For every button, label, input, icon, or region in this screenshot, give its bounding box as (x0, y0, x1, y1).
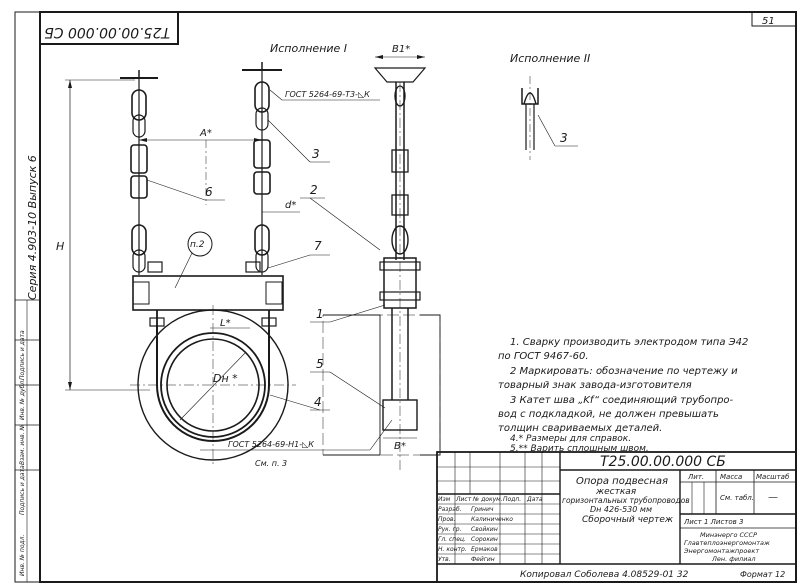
dim-Dn: Dн * (213, 372, 238, 385)
edge-field-1: Инв. № подл. (19, 535, 26, 576)
tb-title-3: горизонтальных трубопроводов (562, 496, 690, 505)
callout-3b: 3 (560, 131, 568, 145)
tb-role: Разраб. (438, 506, 462, 513)
note-3c: толщин свариваемых деталей. (498, 423, 662, 434)
tb-sheet-info: Лист 1 Листов 3 (683, 518, 743, 526)
tb-col-izm: Изм (438, 496, 451, 503)
tb-name: Фейгин (471, 556, 495, 563)
tb-col-date: Дата (526, 496, 543, 503)
note-2b: товарный знак завода-изготовителя (498, 380, 692, 391)
series-label: Серия 4.903-10 Выпуск 6 (26, 155, 39, 300)
tb-col-lit: Лит. (687, 473, 704, 481)
note-4: 4.* Размеры для справок. (510, 434, 631, 444)
tb-title-4: Dн 426-530 мм (590, 505, 652, 514)
note-2a: 2 Маркировать: обозначение по чертежу и (510, 365, 738, 377)
tb-org-2: Главтеплоэнергомонтаж (684, 539, 770, 547)
callout-3: 3 (312, 147, 320, 161)
variant-2-view: Исполнение II 3 (510, 52, 590, 160)
tb-scale-value: — (768, 492, 778, 503)
dim-H: H (56, 240, 64, 253)
tb-role: Рук. гр. (438, 526, 462, 533)
tb-col-list: Лист (455, 496, 472, 503)
edge-field-4: Инв. № дубл. (19, 379, 26, 420)
tb-org-4: Лен. филиал (711, 555, 756, 563)
callout-6: 6 (205, 185, 213, 199)
note-5: 5.** Варить сплошным швом. (510, 444, 649, 454)
tb-title-2: жесткая (595, 487, 637, 497)
standard-weld-note: См. п. 3 (255, 459, 287, 468)
tb-name: Гринич (471, 506, 494, 513)
view-variant-2: Исполнение II (510, 52, 590, 65)
dim-L: L* (220, 318, 231, 329)
cross-beam (132, 275, 284, 311)
tb-name: Сорокин (471, 536, 498, 543)
note-1b: по ГОСТ 9467-60. (498, 351, 589, 362)
view-variant-1: Исполнение I (270, 42, 347, 55)
edge-fields: Инв. № подл. Подпись и дата Взам. инв. №… (15, 299, 40, 582)
tb-title-1: Опора подвесная (576, 476, 668, 487)
callout-2: 2 (310, 183, 318, 197)
note-3b: вод с подкладкой, не должен превышать (498, 409, 719, 420)
tb-org-1: Минэнерго СССР (700, 531, 757, 539)
callout-1: 1 (316, 307, 324, 321)
tb-name: Калиниченко (471, 516, 513, 523)
page-number: 51 (762, 16, 775, 27)
note-3a: 3 Катет шва „Kf“ соединяющий трубопро- (510, 394, 734, 406)
standard-top: ГОСТ 5264-69-Т3-◺К (285, 90, 370, 99)
title-block: Изм Лист № докум. Подп. Дата Разраб. Гри… (436, 451, 797, 583)
dim-B1: B1* (392, 44, 410, 55)
tb-role: Пров. (438, 516, 456, 523)
notes: 1. Сварку производить электродом типа Э4… (498, 337, 748, 454)
tb-col-sign: Подп. (503, 496, 521, 503)
tb-title-5: Сборочный чертеж (582, 515, 674, 525)
inner-frame (39, 11, 797, 583)
edge-field-2: Подпись и дата (19, 465, 26, 515)
edge-field-3: Взам. инв. № (19, 424, 26, 465)
tb-name: Свойкин (471, 526, 498, 533)
tb-designation: Т25.00.00.000 СБ (600, 454, 726, 470)
tb-col-doc: № докум. (472, 496, 503, 503)
tb-mass-value: См. табл. (720, 494, 754, 502)
tb-name: Ермаков (471, 546, 498, 553)
page-number-box (751, 11, 797, 27)
tb-col-mass: Масса (720, 473, 742, 481)
code-stamp: Т25.00.00.000 СБ (44, 24, 170, 40)
front-view: H A* d* (56, 42, 393, 468)
tb-format: Формат 12 (740, 570, 785, 579)
standard-weld: ГОСТ 5264-69-Н1-◺К (228, 440, 314, 449)
callout-5: 5 (316, 357, 324, 371)
callout-4: 4 (314, 395, 322, 409)
tb-bottom-line: Копировал Соболева 4.08529-01 32 (520, 570, 689, 580)
code-stamp-box (39, 11, 179, 45)
tb-org-3: Энергомонтажпроект (683, 547, 759, 555)
callout-pos2: п.2 (190, 240, 205, 250)
dim-A: A* (199, 128, 212, 139)
side-view: B1* B* 1 5 (310, 44, 441, 470)
tb-role: Н. контр. (438, 546, 467, 553)
dim-d: d* (285, 200, 296, 211)
tb-col-scale: Масштаб (756, 473, 790, 481)
tb-role: Утв. (438, 556, 451, 563)
dim-B: B* (394, 441, 406, 452)
callout-7: 7 (314, 239, 322, 253)
edge-field-5: Подпись и дата (19, 330, 26, 380)
note-1a: 1. Сварку производить электродом типа Э4… (510, 337, 748, 348)
tb-role: Гл. спец. (438, 536, 466, 543)
